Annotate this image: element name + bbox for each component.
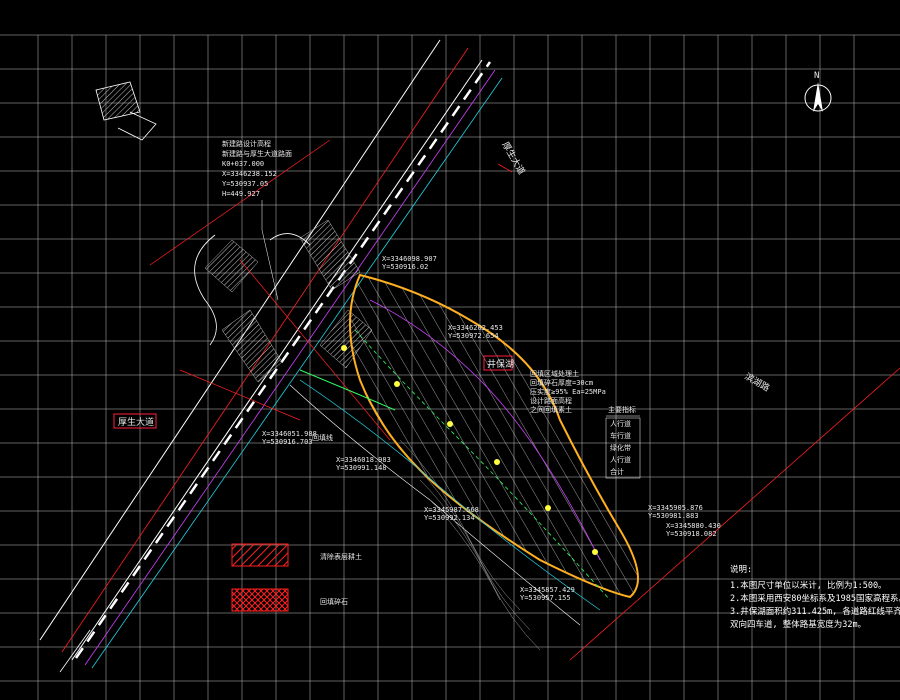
coord-7-y: Y=530918.082: [666, 530, 717, 538]
design-notes: 说明: 1.本图尺寸单位以米计, 比例为1:500。 2.本图采用西安80坐标系…: [730, 564, 900, 630]
coord-6-y: Y=530981.883: [648, 512, 699, 520]
junction-note-line6: H=449.927: [222, 190, 260, 198]
junction-note-line1: 新建路设计高程: [222, 139, 271, 148]
coord-3-y: Y=530916.703: [262, 438, 313, 446]
junction-note-line4: X=3346238.152: [222, 170, 277, 178]
coord-2-x: X=3346202.453: [448, 324, 503, 332]
junction-note: 新建路设计高程 新建路与厚生大道路面 K0+037.000 X=3346238.…: [222, 139, 292, 301]
legend-swatch-cross: [231, 588, 289, 612]
notes-title: 说明:: [730, 564, 752, 575]
junction-note-line2: 新建路与厚生大道路面: [222, 149, 292, 158]
indicator-table: 主要指标 人行道 车行道 绿化带 人行道 合计: [605, 405, 641, 479]
notes-line4: 双向四车道, 整体路基宽度为32m。: [730, 619, 866, 630]
coord-2-y: Y=530972.654: [448, 332, 499, 340]
legend-label-1: 清除表层耕土: [320, 552, 362, 561]
coord-8-x: X=3345857.429: [520, 586, 575, 594]
coord-3-x: X=3346051.988: [262, 430, 317, 438]
fill-note-line1: 回填区域处理土: [530, 369, 579, 378]
notes-line1: 1.本图尺寸单位以米计, 比例为1:500。: [730, 580, 887, 591]
legend-label-2: 回填碎石: [320, 597, 348, 606]
north-letter: N: [814, 71, 819, 81]
fill-note: 回填区域处理土 回填碎石厚度=30cm 压实度≥95% Ea=25MPa 设计路…: [530, 369, 606, 414]
legend-swatch-stripe: [231, 543, 289, 567]
site-name-box: 井保湖: [483, 355, 514, 371]
side-road-lines: [149, 139, 391, 441]
fill-note-line3: 压实度≥95% Ea=25MPa: [530, 387, 606, 396]
coord-1-x: X=3346098.907: [382, 255, 437, 263]
table-row-1: 人行道: [610, 419, 631, 428]
coord-6-x: X=3345905.876: [648, 504, 703, 512]
site-label: 井保湖: [487, 358, 514, 370]
road-name-left: 厚生大道: [113, 413, 157, 429]
junction-note-line3: K0+037.000: [222, 160, 264, 168]
coord-4-x: X=3346018.983: [336, 456, 391, 464]
table-row-4: 人行道: [610, 455, 631, 464]
building-block: [95, 81, 157, 141]
coord-1-y: Y=530916.02: [382, 263, 428, 271]
table-title: 主要指标: [608, 405, 636, 414]
station-label: 回填线: [312, 433, 333, 442]
junction-note-line5: Y=530937.05: [222, 180, 268, 188]
coord-7-x: X=3345880.430: [666, 522, 721, 530]
road-arrow-upper: [497, 163, 513, 173]
fill-note-line2: 回填碎石厚度=30cm: [530, 378, 593, 387]
road-label-left: 厚生大道: [118, 416, 154, 428]
lake-area: [289, 273, 639, 626]
coord-5-x: X=3345987.568: [424, 506, 479, 514]
coord-4-y: Y=530991.148: [336, 464, 387, 472]
road-label-right: 滨湖路: [743, 370, 772, 394]
table-row-5: 合计: [610, 467, 624, 476]
table-row-2: 车行道: [610, 431, 631, 440]
terrain-contours: [399, 439, 541, 651]
site-boundary-line: [569, 367, 900, 661]
table-row-3: 绿化带: [610, 443, 631, 452]
coordinate-callouts: X=3346098.907 Y=530916.02 X=3346202.453 …: [262, 255, 721, 602]
legend: 清除表层耕土 回填碎石: [231, 543, 362, 612]
fill-note-line4: 设计路面高程: [530, 396, 572, 405]
fill-note-line5: 之间回填素土: [530, 405, 572, 414]
coord-8-y: Y=530957.155: [520, 594, 571, 602]
notes-line2: 2.本图采用西安80坐标系及1985国家高程系。: [730, 593, 900, 604]
north-arrow-icon: N: [804, 71, 832, 112]
notes-line3: 3.井保湖面积约311.425m, 各道路红线平齐, 设计速度为40km/h,: [730, 606, 900, 617]
coord-5-y: Y=530992.134: [424, 514, 475, 522]
